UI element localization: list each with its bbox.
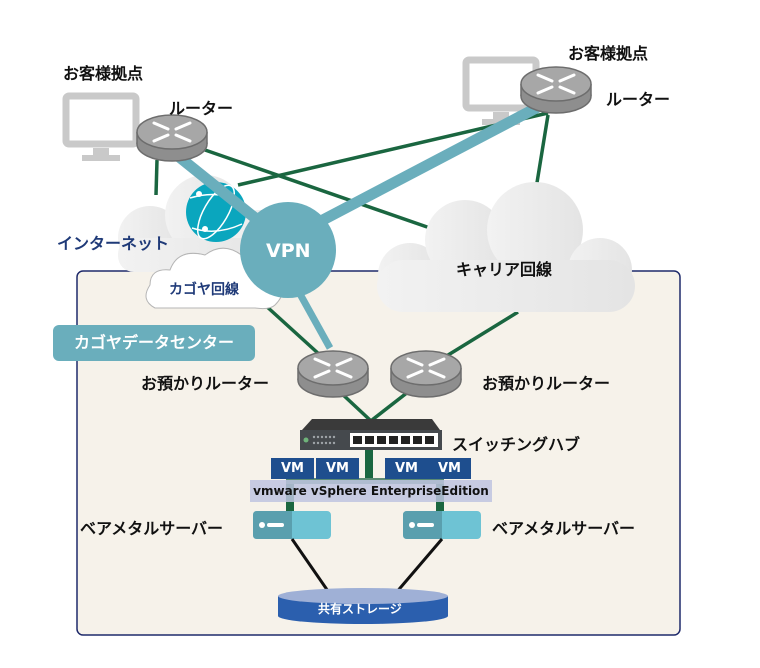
hosted-router-icon-2: [389, 349, 463, 399]
vpn-label: VPN: [266, 240, 311, 262]
link-right-router-carrier: [533, 114, 550, 196]
vm-box-3: VM: [385, 458, 428, 479]
switch-icon: [300, 419, 442, 450]
vm-box-1: VM: [271, 458, 314, 479]
link-left-router-carrier: [204, 148, 431, 230]
datacenter-badge: カゴヤデータセンター: [53, 325, 255, 361]
vm-box-2: VM: [316, 458, 359, 479]
link-router2-switch: [370, 390, 410, 422]
server-label-left: ベアメタルサーバー: [80, 519, 224, 538]
hosted-router-label-1: お預かりルーター: [141, 374, 270, 393]
internet-label: インターネット: [57, 234, 170, 253]
link-kagoya-hosted-router: [263, 303, 322, 357]
storage-links: [290, 538, 444, 595]
server-icon-left: [253, 511, 331, 539]
vpn-link-right: [297, 101, 543, 237]
vsphere-band: vmware vSphere EnterpriseEdition: [250, 480, 492, 502]
server-icon-right: [403, 511, 481, 539]
customer-site-label-right: お客様拠点: [568, 44, 649, 63]
router-icon-left: [135, 113, 209, 163]
storage-label: 共有ストレージ: [318, 602, 402, 616]
carrier-line-label: キャリア回線: [456, 260, 553, 279]
router-icon-right: [519, 65, 593, 115]
hosted-router-icon-1: [296, 349, 370, 399]
customer-site-label-left: お客様拠点: [63, 64, 144, 83]
carrier-cloud: [377, 182, 635, 312]
router-label-right: ルーター: [606, 90, 671, 109]
vpn-node: [240, 202, 336, 298]
server-label-right: ベアメタルサーバー: [492, 519, 636, 538]
link-left-router-down: [154, 159, 159, 196]
router-label-left: ルーター: [169, 99, 234, 118]
kagoya-line-label: カゴヤ回線: [169, 282, 239, 298]
link-carrier-hosted-router: [439, 310, 519, 362]
storage-icon: [278, 588, 448, 624]
vm-box-4: VM: [428, 458, 471, 479]
switch-label: スイッチングハブ: [452, 435, 581, 454]
hosted-router-label-2: お預かりルーター: [482, 374, 611, 393]
monitor-icon-left: [66, 96, 136, 161]
